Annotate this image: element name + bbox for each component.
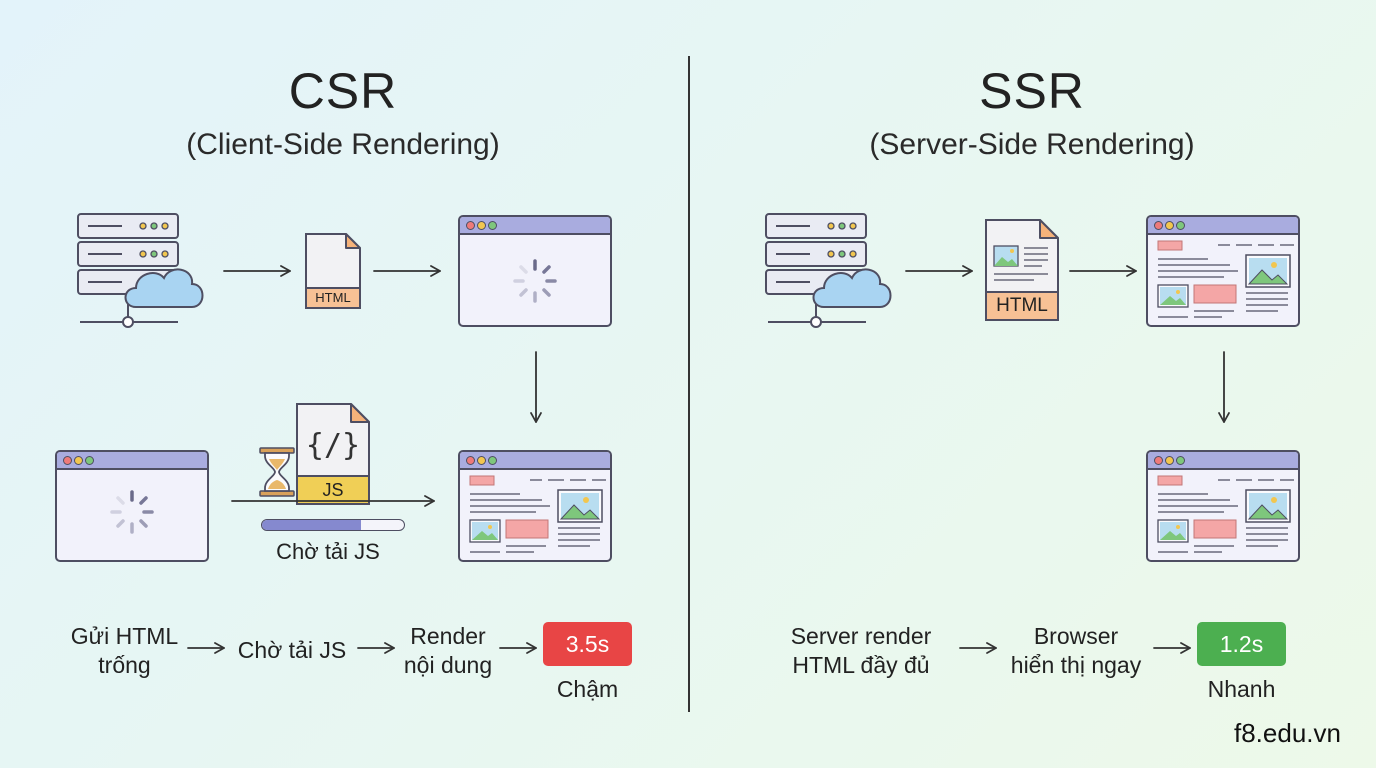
js-code-glyph: {/} [305,428,361,463]
js-file-label: JS [322,480,344,500]
section-divider [688,56,690,712]
ssr-speed-label: Nhanh [1207,676,1276,702]
watermark: f8.edu.vn [1234,718,1341,748]
ssr-step-1: Server render HTML đầy đủ [790,623,932,678]
csr-arrow-long [231,495,435,507]
browser-window-icon [458,215,612,327]
wait-caption: Chờ tải JS [276,539,380,564]
csr-step-1: Gửi HTML trống [70,623,179,678]
ssr-arrow-2 [1069,265,1137,277]
cloud-icon [812,268,892,308]
browser-window-icon [1146,215,1300,327]
csr-flow-arrow-2 [357,642,395,654]
csr-speed-label: Chậm [556,676,619,702]
csr-subtitle: (Client-Side Rendering) [186,128,500,161]
csr-file-label: HTML [315,290,351,305]
hourglass-icon [259,447,295,497]
server-rack-icon [77,213,204,328]
ssr-subtitle: (Server-Side Rendering) [869,128,1195,161]
csr-step-2: Chờ tải JS [237,637,347,663]
csr-flow-arrow-3 [499,642,537,654]
ssr-time-badge: 1.2s [1197,622,1286,666]
csr-arrow-down [530,351,542,423]
html-file-icon [305,233,361,309]
csr-title: CSR [288,63,398,119]
csr-step-3: Render nội dung [403,623,493,678]
ssr-arrow-down [1218,351,1230,423]
browser-window-icon [458,450,612,562]
js-progress-fill [262,520,362,530]
ssr-file-label: HTML [996,295,1048,316]
ssr-arrow-1 [905,265,973,277]
csr-time-badge: 3.5s [543,622,632,666]
csr-arrow-1 [223,265,291,277]
browser-window-icon [55,450,209,562]
browser-window-icon [1146,450,1300,562]
loading-spinner-icon [110,490,154,534]
cloud-icon [124,268,204,308]
ssr-flow-arrow-1 [959,642,997,654]
js-file-icon [296,403,370,505]
js-progress-bar [261,519,405,531]
csr-flow-arrow-1 [187,642,225,654]
server-rack-icon [765,213,892,328]
csr-arrow-2 [373,265,441,277]
ssr-title: SSR [979,63,1085,119]
loading-spinner-icon [513,259,557,303]
ssr-step-2: Browser hiển thị ngay [1010,623,1142,678]
ssr-flow-arrow-2 [1153,642,1191,654]
html-file-icon [985,219,1059,321]
